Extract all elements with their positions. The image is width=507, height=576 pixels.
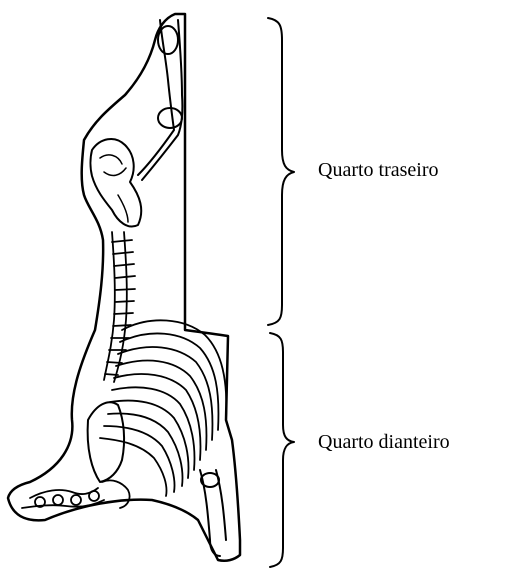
- fore-leg-bone: [200, 470, 226, 556]
- hindquarter-bracket: [268, 18, 294, 325]
- hind-leg-bone: [138, 20, 182, 180]
- carcass-outline: [8, 14, 240, 561]
- hindquarter-label: Quarto traseiro: [318, 160, 439, 180]
- hind-knee-joint: [158, 108, 182, 128]
- spine: [104, 232, 135, 382]
- hock-joint: [158, 26, 178, 54]
- forequarter-label: Quarto dianteiro: [318, 432, 450, 452]
- pelvis-bone: [91, 139, 142, 227]
- neck-bones: [22, 480, 130, 508]
- forequarter-bracket: [270, 333, 294, 567]
- fore-knee-joint: [201, 473, 219, 487]
